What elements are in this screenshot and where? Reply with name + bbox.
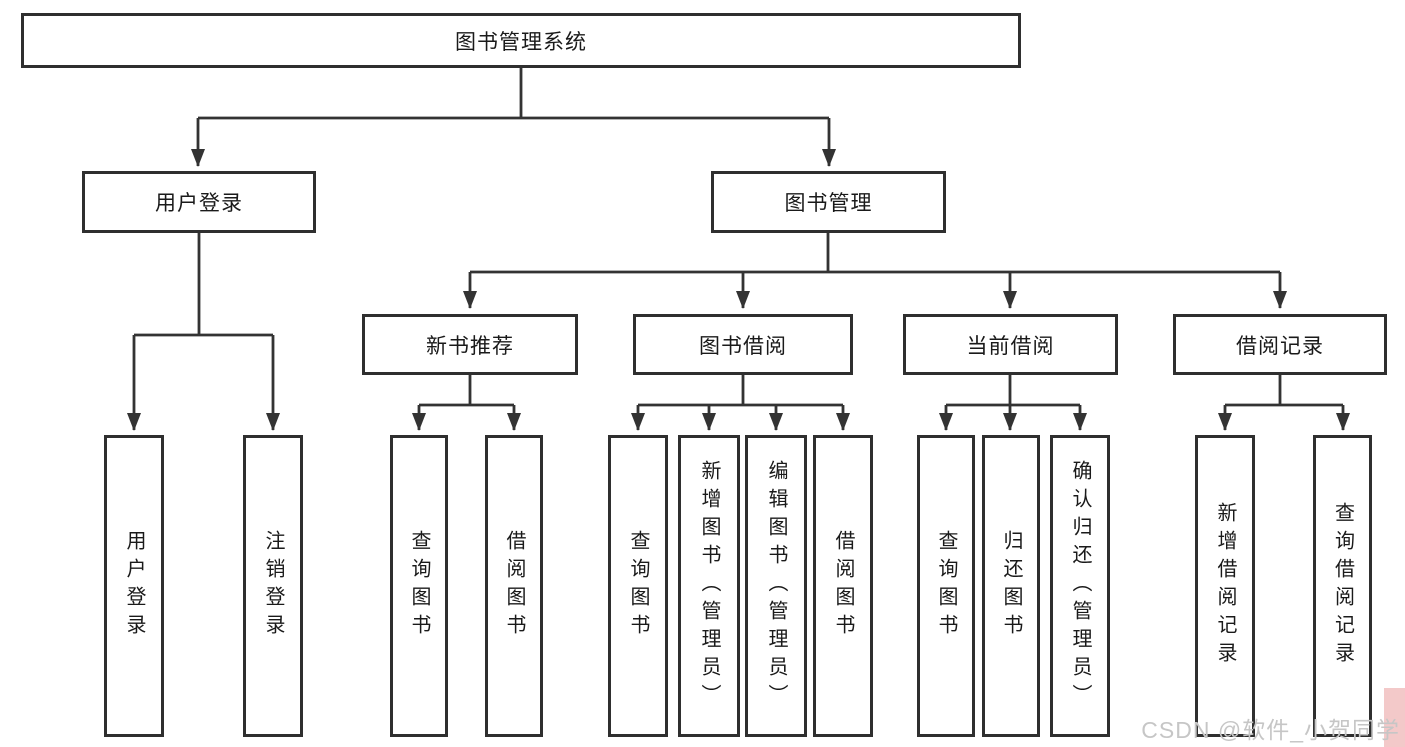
leaf-logout: 注销登录 bbox=[243, 435, 303, 737]
leaf-return-books: 归还图书 bbox=[982, 435, 1040, 737]
node-new-book-recommend: 新书推荐 bbox=[362, 314, 578, 375]
watermark-pink-block bbox=[1384, 688, 1405, 747]
leaf-query-books-borrow: 查询图书 bbox=[608, 435, 668, 737]
watermark-text: CSDN @软件_小贺同学 bbox=[1141, 717, 1400, 743]
leaf-user-login: 用户登录 bbox=[104, 435, 164, 737]
node-root-system: 图书管理系统 bbox=[21, 13, 1021, 68]
node-user-login: 用户登录 bbox=[82, 171, 316, 233]
leaf-query-borrow-record: 查询借阅记录 bbox=[1313, 435, 1372, 737]
leaf-borrow-books-recommend: 借阅图书 bbox=[485, 435, 543, 737]
leaf-add-books-admin: 新增图书（管理员） bbox=[678, 435, 740, 737]
node-book-borrow: 图书借阅 bbox=[633, 314, 853, 375]
leaf-confirm-return-admin: 确认归还（管理员） bbox=[1050, 435, 1110, 737]
leaf-add-borrow-record: 新增借阅记录 bbox=[1195, 435, 1255, 737]
leaf-query-books-current: 查询图书 bbox=[917, 435, 975, 737]
leaf-query-books-recommend: 查询图书 bbox=[390, 435, 448, 737]
node-book-management: 图书管理 bbox=[711, 171, 946, 233]
leaf-edit-books-admin: 编辑图书（管理员） bbox=[745, 435, 807, 737]
node-borrow-records: 借阅记录 bbox=[1173, 314, 1387, 375]
leaf-borrow-books: 借阅图书 bbox=[813, 435, 873, 737]
node-current-borrow: 当前借阅 bbox=[903, 314, 1118, 375]
